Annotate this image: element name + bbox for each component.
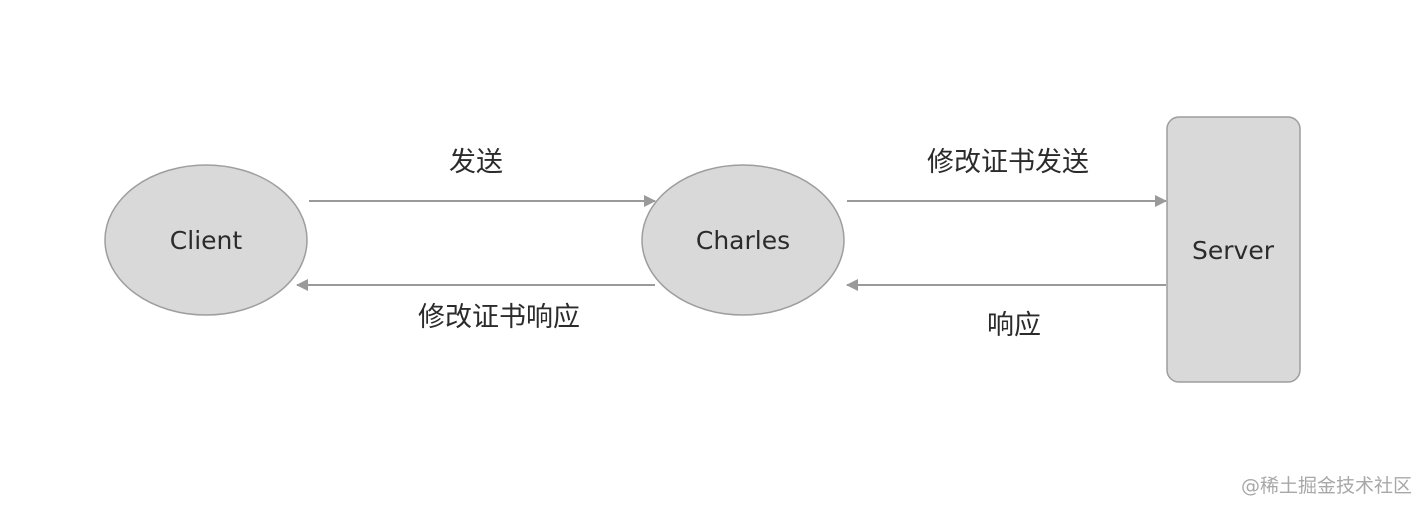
client-node: Client <box>104 164 308 316</box>
edge-label-modified-cert-response: 修改证书响应 <box>418 302 580 333</box>
edge-client-to-charles: 发送 <box>309 147 656 207</box>
charles-label: Charles <box>696 226 790 255</box>
charles-node: Charles <box>641 164 845 316</box>
server-node: Server <box>1166 116 1301 383</box>
edge-label-response: 响应 <box>987 310 1041 341</box>
edge-label-send: 发送 <box>449 147 503 178</box>
client-ellipse <box>104 164 308 316</box>
edge-label-modified-cert-send: 修改证书发送 <box>927 147 1089 178</box>
server-rect <box>1166 116 1301 383</box>
server-label: Server <box>1192 236 1275 265</box>
edge-server-to-charles: 响应 <box>846 279 1166 341</box>
client-label: Client <box>170 226 243 255</box>
edge-charles-to-client: 修改证书响应 <box>296 279 655 333</box>
watermark-text: @稀土掘金技术社区 <box>1240 475 1412 497</box>
edge-charles-to-server: 修改证书发送 <box>847 147 1167 207</box>
charles-ellipse <box>641 164 845 316</box>
